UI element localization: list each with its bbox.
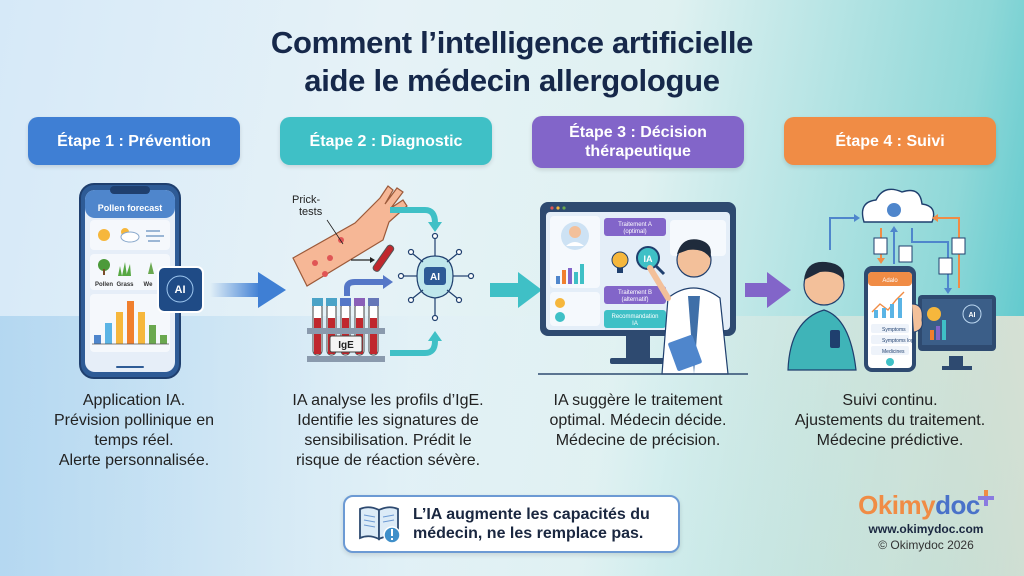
cloud-icon — [861, 188, 935, 223]
step-3-label: Étape 3 : Décision — [569, 124, 707, 141]
step-1-label: Étape 1 : Prévention — [57, 132, 211, 150]
step-4-badge: Étape 4 : Suivi — [784, 117, 996, 165]
svg-text:Recommandation: Recommandation — [611, 314, 658, 320]
callout-line-1: L’IA augmente les capacités du — [413, 506, 650, 523]
doctor-icon — [647, 239, 729, 375]
sun-icon — [98, 229, 110, 241]
prick-tests-label: Prick- — [292, 194, 320, 206]
step-1-description: Application IA. Prévision pollinique en … — [53, 392, 215, 469]
phone-title: Pollen forecast — [98, 203, 163, 213]
tracking-phone-icon: Adalo Symptoms Symptoms log Medicines — [864, 266, 923, 372]
arm-icon — [292, 185, 408, 287]
svg-text:Symptoms log: Symptoms log — [882, 338, 914, 344]
step-1-badge: Étape 1 : Prévention — [28, 117, 240, 165]
magnifier-icon: IA — [636, 246, 666, 276]
step-2-label: Étape 2 : Diagnostic — [309, 132, 463, 150]
title-line-1: Comment l’intelligence artificielle — [270, 25, 754, 60]
title-line-2: aide le médecin allergologue — [304, 63, 720, 98]
step-2-badge: Étape 2 : Diagnostic — [280, 117, 492, 165]
step-3-badge: Étape 3 : Décision thérapeutique — [532, 116, 744, 168]
svg-text:We: We — [144, 282, 154, 288]
svg-text:(alternatif): (alternatif) — [621, 297, 648, 303]
ige-label: IgE — [338, 340, 354, 351]
svg-text:IA: IA — [632, 321, 638, 327]
svg-text:Medicines: Medicines — [882, 349, 905, 355]
svg-text:Traitement A: Traitement A — [618, 222, 652, 228]
svg-text:AI: AI — [430, 272, 440, 283]
blood-tubes-icon: IgE — [307, 298, 385, 362]
document-icon — [873, 237, 966, 275]
ai-chip-icon: AI — [157, 266, 204, 313]
monitor-icon: AI — [918, 295, 996, 370]
patient-icon — [787, 261, 857, 371]
tree-icon — [98, 259, 110, 275]
svg-text:(optimal): (optimal) — [623, 229, 646, 235]
book-alert-icon — [359, 506, 401, 544]
brand-logo: Okimydoc — [846, 490, 1006, 520]
doctor-avatar-icon — [561, 222, 589, 250]
step-3-description: IA suggère le traitement optimal. Médeci… — [549, 392, 727, 449]
svg-text:IA: IA — [644, 254, 654, 264]
pollen-bar-chart — [92, 301, 169, 345]
wind-icon — [146, 230, 164, 242]
blood-sample-tube-icon — [372, 244, 395, 272]
weed-icon — [148, 262, 154, 274]
mini-bar-chart — [556, 264, 584, 284]
brand-block: Okimydoc www.okimydoc.com © Okimydoc 202… — [846, 490, 1006, 552]
svg-text:Grass: Grass — [116, 282, 134, 288]
arrow-step3-to-step4 — [745, 272, 791, 308]
page-title: Comment l’intelligence artificielle aide… — [0, 24, 1024, 100]
grass-icon — [118, 262, 131, 276]
svg-text:Pollen: Pollen — [95, 282, 113, 288]
brand-url[interactable]: www.okimydoc.com — [868, 522, 984, 536]
svg-text:tests: tests — [299, 206, 323, 218]
step-4-label: Étape 4 : Suivi — [835, 132, 945, 150]
arrow-step2-to-step3 — [490, 272, 542, 308]
step-2-illustration: Prick- tests IgE AI — [292, 185, 475, 362]
step-4-illustration: AI Adalo Symptoms Symptoms log Medicines — [787, 188, 996, 372]
svg-text:Symptoms: Symptoms — [882, 327, 906, 333]
svg-text:AI: AI — [969, 312, 976, 319]
step-4-description: Suivi continu. Ajustements du traitement… — [794, 392, 986, 449]
step-2-description: IA analyse les profils d’IgE. Identifie … — [292, 392, 484, 469]
svg-text:Traitement B: Traitement B — [618, 290, 652, 296]
brand-copyright: © Okimydoc 2026 — [878, 538, 974, 552]
lightbulb-icon — [611, 251, 629, 273]
partly-cloudy-icon — [120, 228, 140, 243]
step-1-illustration: Pollen forecast Pollen Grass We AI — [79, 183, 204, 379]
svg-text:AI: AI — [175, 284, 186, 296]
arrow-step1-to-step2 — [210, 272, 286, 308]
svg-text:Adalo: Adalo — [882, 278, 898, 284]
callout-line-2: médecin, ne les remplace pas. — [413, 525, 644, 542]
step-3-label-line2: thérapeutique — [585, 143, 691, 160]
step-3-illustration: Traitement A (optimal) IA Traitement B (… — [538, 202, 748, 375]
medical-cross-icon — [977, 490, 994, 506]
key-message-callout: L’IA augmente les capacités du médecin, … — [343, 495, 680, 553]
